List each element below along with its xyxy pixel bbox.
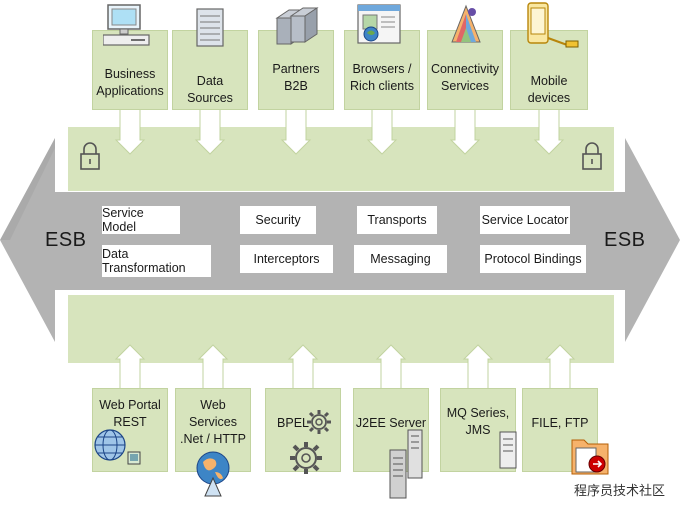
lock-icon <box>582 142 602 170</box>
watermark: 程序员技术社区 <box>570 479 668 500</box>
esb-double-arrow <box>0 138 680 342</box>
desktop-computer-icon <box>103 4 150 46</box>
esb-right-label: ESB <box>604 229 646 251</box>
database-server-icon <box>196 8 224 47</box>
capability-messaging: Messaging <box>354 245 447 273</box>
browser-window-icon <box>357 4 401 44</box>
up-arrow <box>114 344 146 393</box>
down-arrow <box>114 107 146 155</box>
file-folder-icon <box>571 439 609 475</box>
capability-data-transformation: Data Transformation <box>102 245 211 277</box>
up-arrow <box>462 344 494 393</box>
up-arrow <box>197 344 229 393</box>
source-box-connectivity-services: Connectivity Services <box>427 30 503 110</box>
target-label: BPEL <box>277 416 309 430</box>
esb-left-label: ESB <box>45 229 87 251</box>
down-arrow <box>280 107 312 155</box>
bottom-connector-band <box>68 295 614 363</box>
capability-transports: Transports <box>357 206 437 234</box>
lock-icon <box>80 142 100 170</box>
down-arrow <box>449 107 481 155</box>
server-tower-icon <box>389 429 423 499</box>
down-arrow <box>533 107 565 155</box>
color-palette-icon <box>451 4 481 43</box>
capability-protocol-bindings: Protocol Bindings <box>480 245 586 273</box>
up-arrow <box>375 344 407 393</box>
source-label: Mobile devices <box>527 74 571 105</box>
gear-icon <box>307 410 331 434</box>
up-arrow <box>544 344 576 393</box>
capability-service-locator: Service Locator <box>480 206 570 234</box>
capability-interceptors: Interceptors <box>240 245 333 273</box>
target-label: J2EE Server <box>355 416 427 430</box>
source-label: Browsers / Rich clients <box>350 62 414 93</box>
up-arrow <box>287 344 319 393</box>
target-box-file-ftp: FILE, FTP <box>522 388 598 472</box>
down-arrow <box>194 107 226 155</box>
mobile-phone-icon <box>527 2 579 48</box>
source-label: Partners B2B <box>272 62 320 93</box>
capability-service-model: Service Model <box>102 206 180 234</box>
globe-network-icon <box>94 429 141 465</box>
gear-icon <box>290 442 322 474</box>
target-label: MQ Series, JMS <box>446 406 510 437</box>
top-connector-band <box>68 127 614 191</box>
esb-arrow-shade <box>0 138 55 240</box>
target-label: Web Portal REST <box>99 398 161 429</box>
target-label: Web Services .Net / HTTP <box>180 398 246 446</box>
source-box-partners-b2b: Partners B2B <box>258 30 334 110</box>
target-label: FILE, FTP <box>531 416 589 430</box>
source-label: Connectivity Services <box>430 62 500 93</box>
server-icon <box>499 431 517 469</box>
source-label: Business Applications <box>96 67 164 98</box>
source-box-mobile-devices: Mobile devices <box>510 30 588 110</box>
capability-security: Security <box>240 206 316 234</box>
server-rack-icon <box>275 7 319 45</box>
globe-icon <box>196 451 230 497</box>
down-arrow <box>366 107 398 155</box>
source-label: Data Sources <box>187 74 233 105</box>
